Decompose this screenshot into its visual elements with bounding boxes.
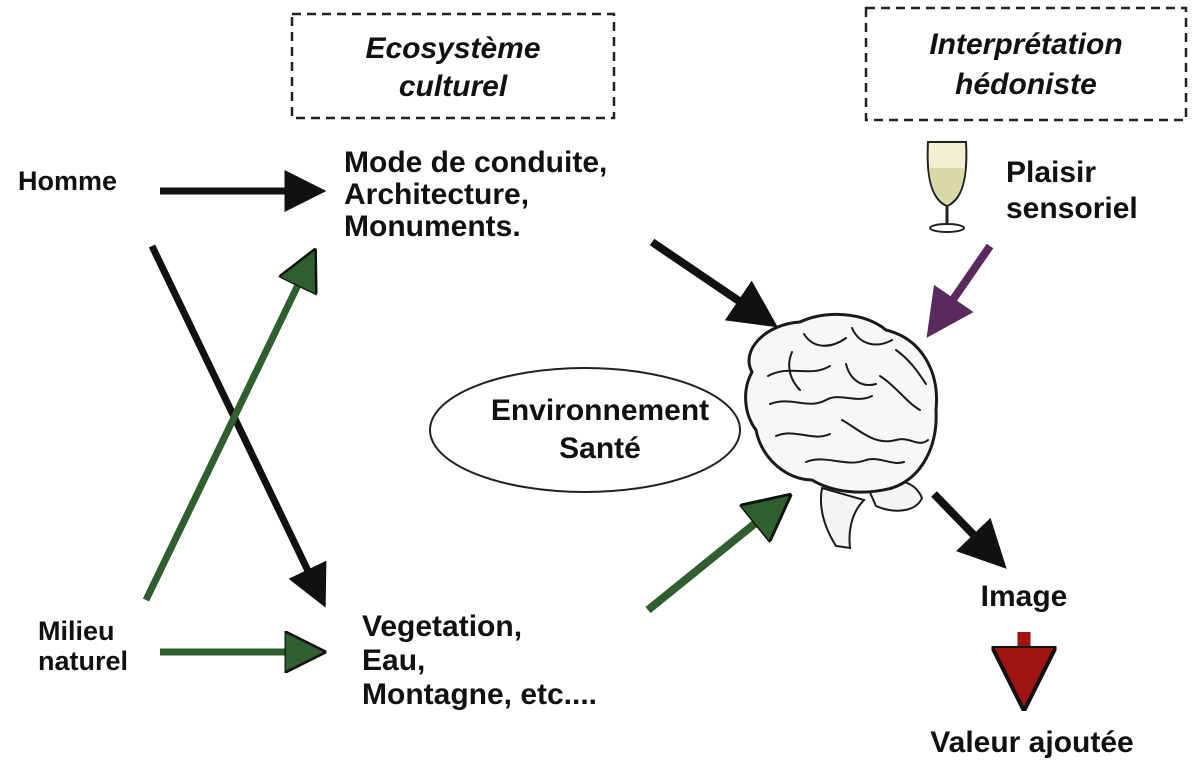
valeur-ajoutee-label: Valeur ajoutée bbox=[930, 726, 1133, 759]
plaisir-label: Plaisir bbox=[1006, 156, 1096, 189]
arrow-culture-to-brain bbox=[649, 238, 778, 328]
ecosysteme-title-line1: Ecosystème bbox=[365, 32, 540, 65]
hedoniste-box-border bbox=[864, 6, 1188, 122]
hedoniste-title-line2: hédoniste bbox=[955, 68, 1097, 101]
arrow-nature-to-brain bbox=[645, 500, 784, 614]
culture-item: Mode de conduite, bbox=[344, 146, 607, 179]
milieu-label-line1: Milieu bbox=[38, 616, 115, 646]
culture-item: Monuments. bbox=[344, 210, 521, 243]
arrow-brain-to-image bbox=[931, 491, 1007, 569]
brain-icon bbox=[744, 312, 939, 550]
nature-item: Eau, bbox=[362, 644, 425, 677]
milieu-label-line2: naturel bbox=[38, 646, 128, 676]
homme-label: Homme bbox=[18, 166, 117, 196]
arrow-milieu-to-culture bbox=[142, 256, 312, 602]
sante-label: Santé bbox=[559, 432, 641, 465]
nature-item: Montagne, etc.... bbox=[362, 678, 597, 711]
ellipse-outline bbox=[429, 367, 741, 493]
arrows bbox=[142, 170, 1024, 698]
interpretation-hedoniste-box: Interprétation hédoniste bbox=[864, 6, 1188, 122]
image-label: Image bbox=[981, 580, 1068, 613]
culture-list: Mode de conduite, Architecture, Monument… bbox=[344, 146, 607, 243]
nature-list: Vegetation, Eau, Montagne, etc.... bbox=[362, 610, 597, 711]
ecosysteme-title-line2: culturel bbox=[399, 70, 508, 103]
arrow-plaisir-to-brain bbox=[926, 243, 994, 338]
wine-glass-icon bbox=[926, 141, 968, 233]
sensoriel-label: sensoriel bbox=[1006, 192, 1138, 225]
hedoniste-title-line1: Interprétation bbox=[929, 28, 1122, 61]
environnement-sante-ellipse: Environnement Santé bbox=[429, 367, 741, 493]
ecosysteme-box-border bbox=[290, 12, 616, 120]
nature-item: Vegetation, bbox=[362, 610, 522, 643]
arrow-homme-to-nature bbox=[148, 244, 327, 608]
ecosysteme-culturel-box: Ecosystème culturel bbox=[290, 12, 616, 120]
environnement-label: Environnement bbox=[491, 394, 709, 427]
culture-item: Architecture, bbox=[344, 178, 529, 211]
